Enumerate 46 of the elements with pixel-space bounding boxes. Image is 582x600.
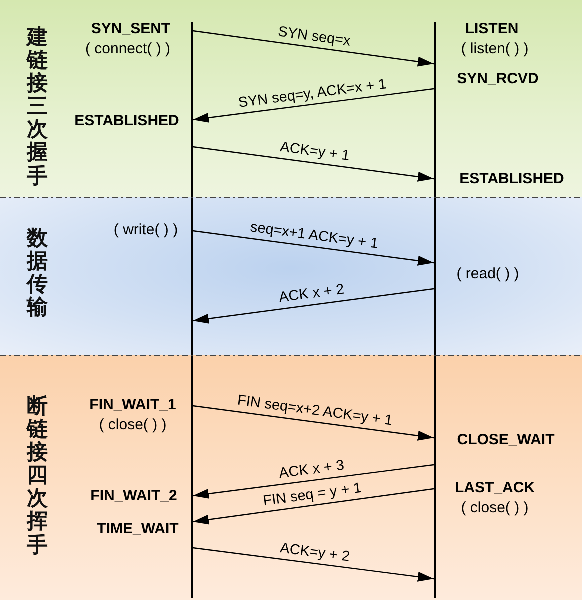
message-label: FIN seq = y + 1	[262, 480, 362, 510]
message-label: SYN seq=x	[278, 24, 352, 50]
call-label: ( close( ) )	[99, 416, 167, 434]
state-label: ESTABLISHED	[460, 170, 564, 188]
lifeline	[191, 355, 193, 598]
state-label: LISTEN	[465, 20, 519, 38]
call-label: ( connect( ) )	[85, 40, 171, 58]
message-label: SYN seq=y, ACK=x + 1	[237, 76, 388, 112]
message-label: FIN seq=x+2 ACK=y + 1	[236, 392, 394, 430]
phase-title: 建链接三次握手	[27, 26, 48, 188]
lifeline	[191, 22, 193, 197]
message-label: ACK=y + 1	[279, 140, 351, 165]
state-label: FIN_WAIT_1	[90, 396, 176, 414]
message-arrow	[192, 547, 434, 582]
message-label: ACK x + 3	[278, 457, 346, 482]
message-arrow	[192, 146, 434, 182]
message-arrow	[192, 88, 434, 123]
state-label: TIME_WAIT	[97, 520, 179, 538]
message-arrow	[192, 30, 434, 67]
lifeline	[434, 197, 436, 355]
state-label: LAST_ACK	[455, 480, 535, 496]
phase-title: 数据传输	[27, 227, 48, 320]
message-arrow	[192, 405, 434, 441]
call-label: ( close( ) )	[461, 500, 529, 516]
message-arrow	[192, 288, 434, 324]
state-label: SYN_SENT	[91, 20, 171, 38]
message-label: seq=x+1 ACK=y + 1	[250, 220, 380, 253]
message-label: ACK=y + 2	[279, 540, 351, 565]
lifeline	[191, 197, 193, 355]
state-label: ESTABLISHED	[74, 112, 180, 130]
call-label: ( write( ) )	[114, 222, 178, 238]
lifeline	[434, 355, 436, 598]
state-label: CLOSE_WAIT	[457, 432, 555, 448]
call-label: ( read( ) )	[456, 266, 520, 282]
phase-band	[0, 0, 582, 197]
message-label: ACK x + 2	[278, 282, 346, 306]
lifeline	[434, 22, 436, 197]
phase-band	[0, 197, 582, 355]
state-label: FIN_WAIT_2	[90, 488, 178, 504]
state-label: SYN_RCVD	[457, 70, 539, 88]
message-arrow	[192, 464, 434, 499]
phase-band	[0, 355, 582, 600]
message-arrow	[192, 230, 434, 266]
call-label: ( listen( ) )	[461, 40, 529, 58]
message-arrow	[192, 488, 434, 525]
phase-title: 断链接四次挥手	[27, 395, 48, 557]
